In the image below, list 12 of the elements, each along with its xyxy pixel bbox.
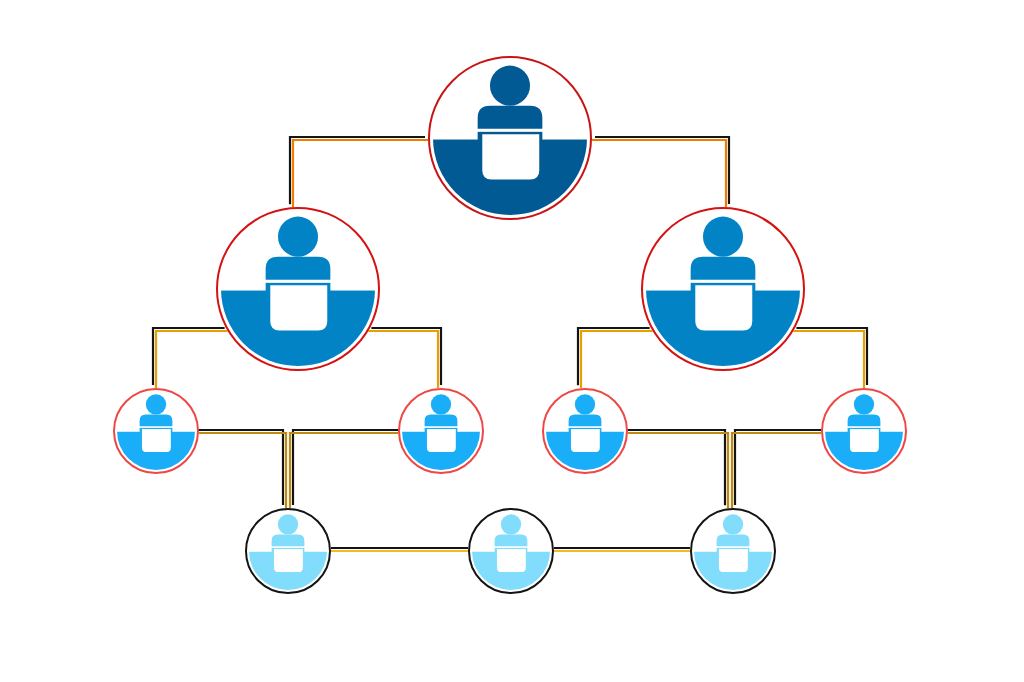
connector-line (291, 138, 428, 208)
connector-line (368, 329, 440, 389)
connector-line (154, 329, 228, 388)
connector-line (554, 549, 690, 553)
connector-line (199, 431, 288, 508)
connector-line (628, 431, 730, 509)
connector-line (331, 549, 468, 553)
connector-line (288, 431, 398, 508)
connector-line (730, 431, 821, 508)
connector-line (793, 329, 866, 388)
connector-line (592, 138, 728, 208)
connector-line (579, 329, 653, 389)
